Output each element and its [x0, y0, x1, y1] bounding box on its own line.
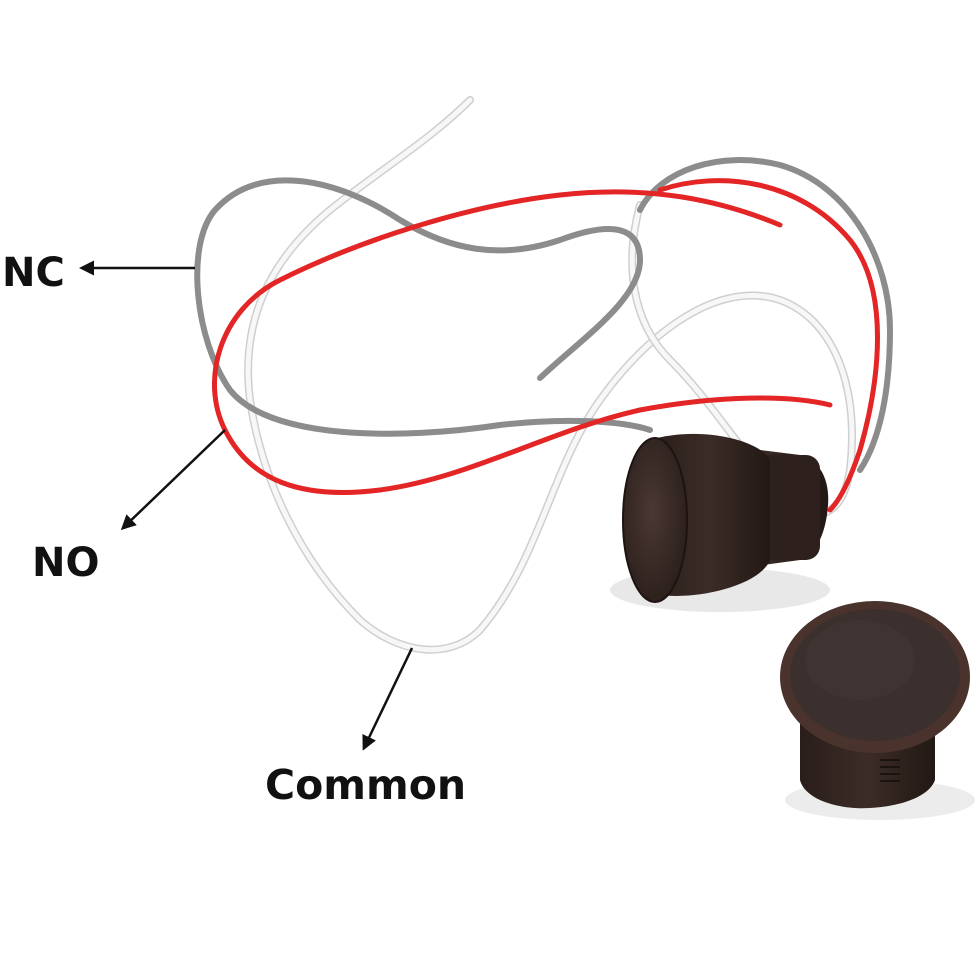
label-no: NO [32, 540, 100, 586]
sensor-face [623, 438, 687, 602]
no-arrow [120, 429, 226, 531]
common-arrow [362, 647, 414, 751]
wire-gray [194, 157, 894, 473]
reed-sensor [622, 433, 829, 603]
label-common: Common [265, 761, 467, 809]
label-nc: NC [2, 250, 65, 296]
wire-red [211, 178, 880, 513]
magnet [780, 601, 970, 809]
wire-white [244, 96, 856, 654]
